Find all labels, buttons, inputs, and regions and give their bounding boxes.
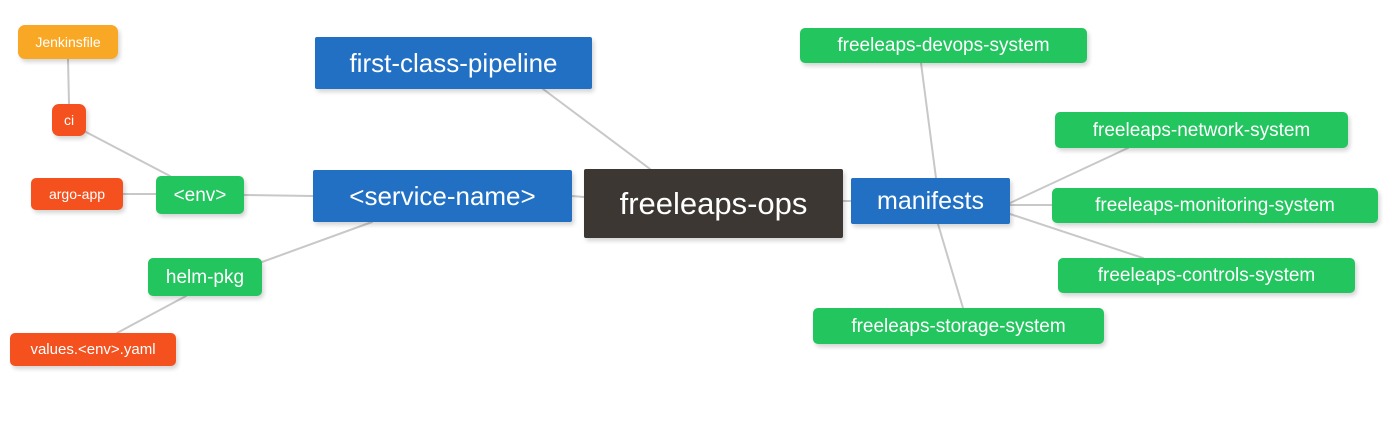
mindmap-node-argo-app[interactable]: argo-app <box>31 178 123 210</box>
mindmap-node-service-name[interactable]: <service-name> <box>313 170 572 222</box>
mindmap-node-label: freeleaps-network-system <box>1092 119 1311 141</box>
mindmap-node-label: freeleaps-controls-system <box>1097 265 1316 286</box>
edge-jenkinsfile-to-ci <box>67 58 70 105</box>
edge-service-name-to-freeleaps-ops <box>571 195 585 198</box>
mindmap-node-label: <service-name> <box>349 181 536 211</box>
mindmap-node-label: Jenkinsfile <box>35 34 101 50</box>
mindmap-node-first-class-pipeline[interactable]: first-class-pipeline <box>315 37 592 89</box>
mindmap-node-helm-pkg[interactable]: helm-pkg <box>148 258 262 296</box>
mindmap-node-label: freeleaps-storage-system <box>851 315 1066 337</box>
mindmap-node-label: <env> <box>173 184 227 206</box>
mindmap-node-label: ci <box>63 112 75 128</box>
mindmap-node-freeleaps-ops[interactable]: freeleaps-ops <box>584 169 843 238</box>
edge-manifests-to-freeleaps-storage-system <box>937 223 964 309</box>
mindmap-node-freeleaps-devops-system[interactable]: freeleaps-devops-system <box>800 28 1087 63</box>
mindmap-node-label: first-class-pipeline <box>349 48 558 78</box>
mindmap-node-manifests[interactable]: manifests <box>851 178 1010 224</box>
edge-values-yaml-to-helm-pkg <box>116 295 187 334</box>
edge-manifests-to-freeleaps-devops-system <box>920 62 937 179</box>
mindmap-node-freeleaps-monitoring-system[interactable]: freeleaps-monitoring-system <box>1052 188 1378 223</box>
mindmap-node-freeleaps-controls-system[interactable]: freeleaps-controls-system <box>1058 258 1355 293</box>
mindmap-node-jenkinsfile[interactable]: Jenkinsfile <box>18 25 118 59</box>
mindmap-node-freeleaps-network-system[interactable]: freeleaps-network-system <box>1055 112 1348 148</box>
mindmap-node-label: helm-pkg <box>165 266 245 288</box>
mindmap-node-label: manifests <box>877 186 984 215</box>
mindmap-node-label: freeleaps-ops <box>619 186 808 221</box>
mindmap-node-label: argo-app <box>48 186 106 202</box>
mindmap-node-label: freeleaps-devops-system <box>837 35 1050 56</box>
mindmap-node-freeleaps-storage-system[interactable]: freeleaps-storage-system <box>813 308 1104 344</box>
mindmap-node-label: freeleaps-monitoring-system <box>1095 195 1335 216</box>
edge-first-class-pipeline-to-freeleaps-ops <box>542 88 651 170</box>
mindmap-node-env[interactable]: <env> <box>156 176 244 214</box>
edge-helm-pkg-to-service-name <box>261 221 373 263</box>
mindmap-node-values-yaml[interactable]: values.<env>.yaml <box>10 333 176 366</box>
edge-env-to-service-name <box>243 194 314 197</box>
mindmap-node-label: values.<env>.yaml <box>30 341 156 358</box>
edge-ci-to-env <box>85 131 171 177</box>
mindmap-node-ci[interactable]: ci <box>52 104 86 136</box>
